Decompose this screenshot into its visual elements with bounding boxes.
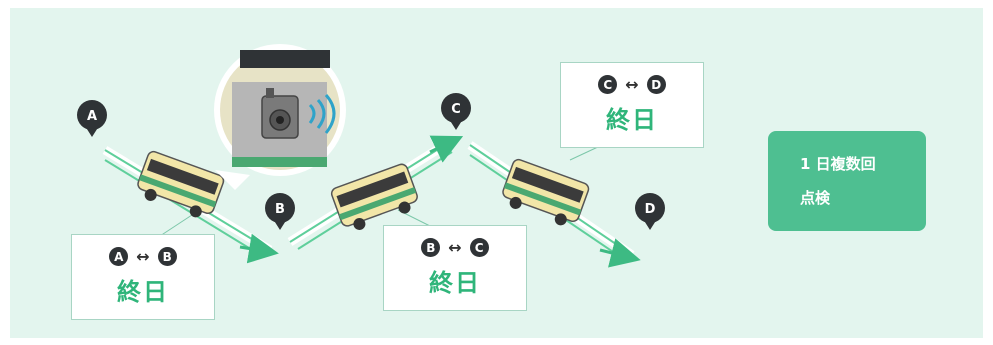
bidirectional-arrow-icon: ↔ <box>448 238 462 257</box>
bus-icon <box>330 163 418 230</box>
location-pin-icon: B <box>265 193 295 230</box>
segment-c-d-pair: C ↔ D <box>598 75 666 94</box>
location-pin-icon: A <box>77 100 107 137</box>
pin-b-label: B <box>275 202 285 217</box>
badge-d: D <box>646 75 666 94</box>
segment-a-b-label: 終日 <box>117 278 169 306</box>
badge-c: C <box>469 238 489 257</box>
connector-a-b <box>159 212 196 237</box>
segment-c-d-label: 終日 <box>606 106 658 134</box>
bidirectional-arrow-icon: ↔ <box>625 75 639 94</box>
location-pin-icon: C <box>441 93 471 130</box>
bus-icon <box>502 158 590 226</box>
location-pin-icon: D <box>635 193 665 230</box>
segment-b-c-label: 終日 <box>429 269 481 297</box>
segment-b-c-box: B ↔ C 終日 <box>383 225 527 311</box>
inspection-frequency-box: 1 日複数回 点検 <box>768 131 926 231</box>
dashcam-icon <box>214 44 346 190</box>
connector-c-d <box>569 145 601 161</box>
segment-c-d-box: C ↔ D 終日 <box>560 62 704 148</box>
segment-a-b-box: A ↔ B 終日 <box>71 234 215 320</box>
pin-d-label: D <box>645 202 656 217</box>
badge-c: C <box>598 75 618 94</box>
badge-b: B <box>157 247 177 266</box>
segment-a-b-pair: A ↔ B <box>109 247 177 266</box>
bidirectional-arrow-icon: ↔ <box>136 247 150 266</box>
badge-a: A <box>109 247 129 266</box>
segment-b-c-pair: B ↔ C <box>421 238 489 257</box>
pin-c-label: C <box>451 102 461 117</box>
inspection-line-1: 1 日複数回 <box>800 155 876 173</box>
pin-a-label: A <box>87 109 97 124</box>
bus-icon <box>137 150 225 218</box>
inspection-line-2: 点検 <box>800 189 831 207</box>
badge-b: B <box>421 238 441 257</box>
